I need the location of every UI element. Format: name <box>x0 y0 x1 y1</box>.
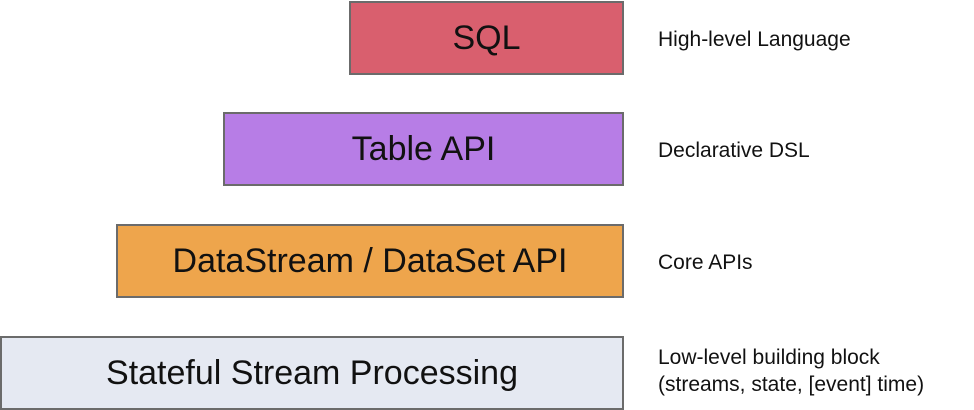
layer-description-line: Declarative DSL <box>658 139 810 162</box>
layer-description-stateful-stream-processing: Low-level building block (streams, state… <box>658 344 924 399</box>
layer-box-table-api: Table API <box>223 112 624 186</box>
layer-description-datastream-api: Core APIs <box>658 249 753 276</box>
layer-label-sql: SQL <box>452 18 521 57</box>
layer-label-stateful-stream-processing: Stateful Stream Processing <box>106 353 518 392</box>
layer-label-table-api: Table API <box>351 129 496 168</box>
layer-box-sql: SQL <box>349 1 624 75</box>
layer-label-datastream-api: DataStream / DataSet API <box>172 241 568 280</box>
layer-description-line: Low-level building block <box>658 346 880 369</box>
layer-description-line: (streams, state, [event] time) <box>658 373 925 397</box>
layer-box-stateful-stream-processing: Stateful Stream Processing <box>0 336 624 410</box>
layer-description-table-api: Declarative DSL <box>658 137 810 164</box>
layer-description-line: High-level Language <box>658 28 851 51</box>
layer-description-sql: High-level Language <box>658 26 851 53</box>
layer-description-line: Core APIs <box>658 251 753 274</box>
layer-box-datastream-api: DataStream / DataSet API <box>116 224 624 298</box>
